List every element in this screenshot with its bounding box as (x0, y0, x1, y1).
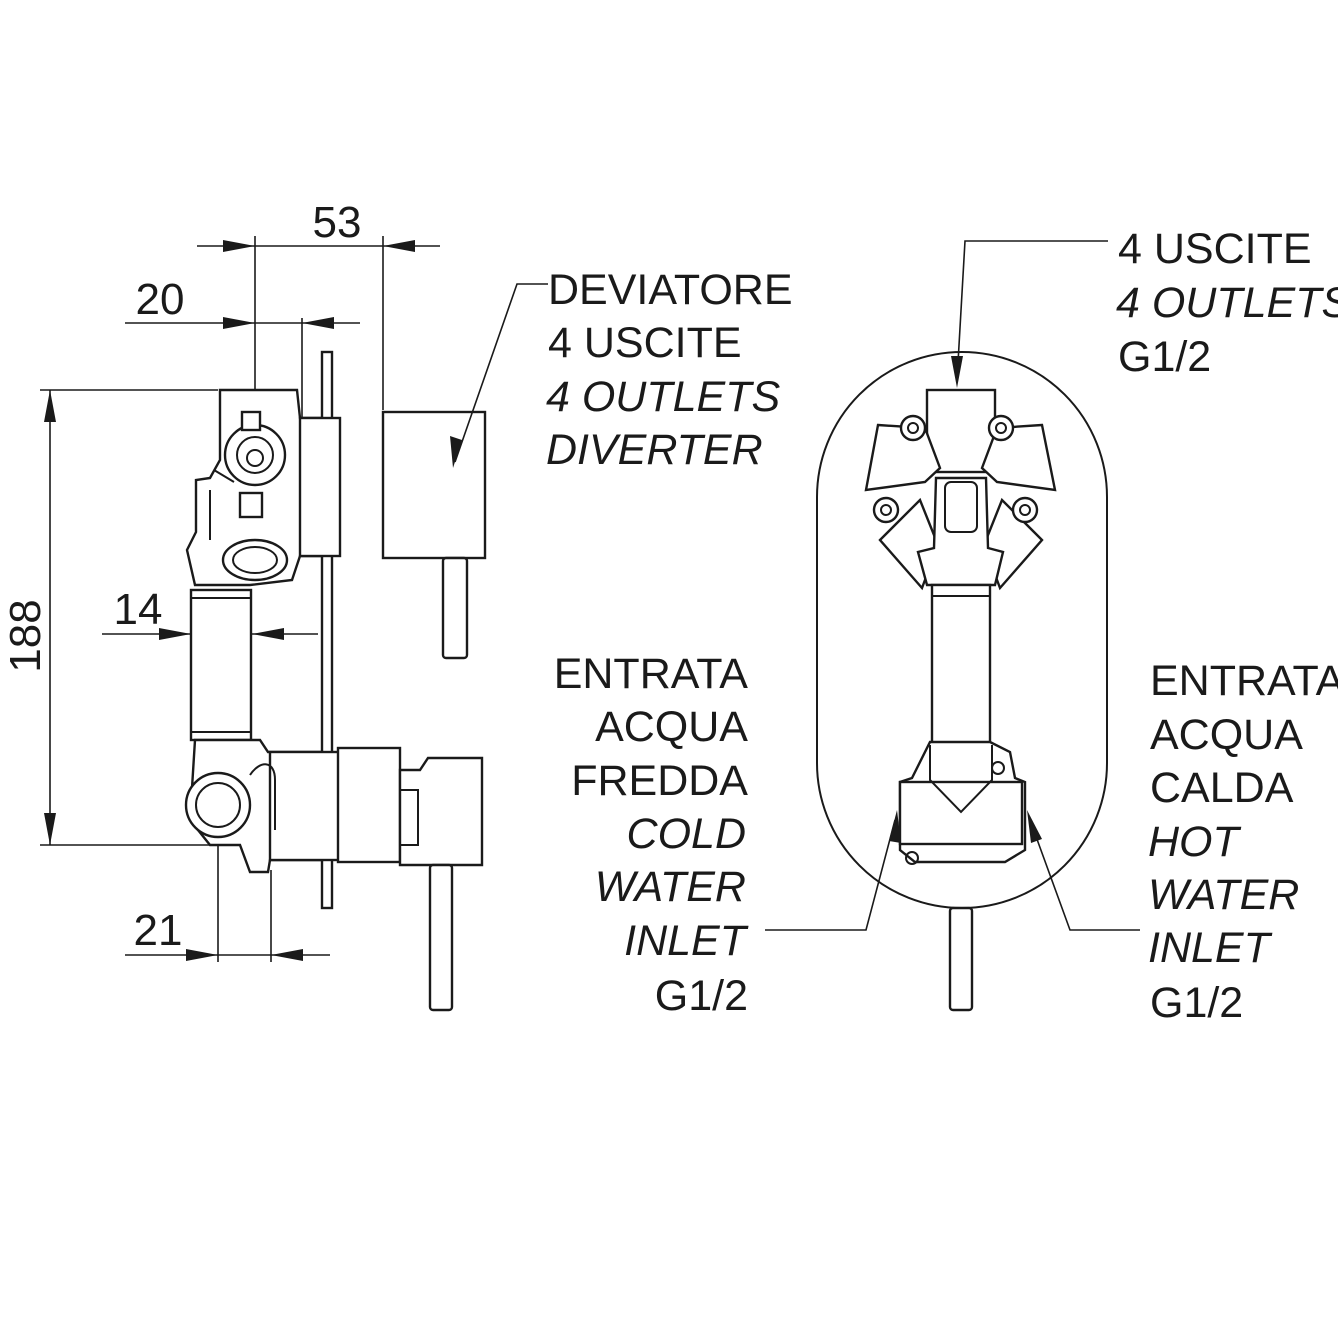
hot-inlet-label-line1: ENTRATA (1150, 657, 1338, 705)
diverter-leader (450, 283, 548, 468)
outlets-label: 4 USCITE 4 OUTLETS G1/2 (1116, 225, 1338, 381)
cold-inlet-leader (765, 810, 901, 931)
hot-inlet-label-line3: CALDA (1150, 764, 1294, 812)
diverter-outlets (864, 388, 1057, 591)
connecting-pipe (189, 588, 253, 742)
hot-inlet-label-line2: ACQUA (1150, 711, 1303, 759)
cold-inlet-label-line5: WATER (595, 863, 746, 911)
dimension-188-text: 188 (1, 599, 50, 672)
diverter-label-line1: DEVIATORE (548, 266, 793, 314)
dimension-14-text: 14 (114, 585, 163, 634)
front-view (816, 351, 1108, 1012)
dimension-20-text: 20 (136, 275, 185, 324)
hot-inlet-label-line4: HOT (1148, 818, 1242, 866)
dimension-188: 188 (1, 389, 218, 846)
mixer-lever[interactable] (336, 746, 484, 1012)
cold-inlet-label: ENTRATA ACQUA FREDDA COLD WATER INLET G1… (554, 650, 749, 1020)
outlets-leader (951, 240, 1108, 388)
diverter-label-line2: 4 USCITE (548, 319, 742, 367)
diverter-label-line3: 4 OUTLETS (546, 373, 780, 421)
diverter-label: DEVIATORE 4 USCITE 4 OUTLETS DIVERTER (546, 266, 793, 474)
hot-inlet-label-line5: WATER (1148, 871, 1299, 919)
dimension-21-text: 21 (134, 906, 183, 955)
hot-inlet-label: ENTRATA ACQUA CALDA HOT WATER INLET G1/2 (1148, 657, 1338, 1027)
diverter-knob[interactable] (381, 410, 487, 660)
hot-inlet-label-line6: INLET (1148, 924, 1273, 972)
diverter-valve-body (185, 388, 342, 587)
wall-plate (320, 350, 334, 910)
mixer-valve-body (184, 738, 342, 874)
side-view: 53 20 188 14 (1, 198, 487, 1012)
cold-inlet-label-line7: G1/2 (655, 972, 748, 1020)
outlets-label-line3: G1/2 (1118, 333, 1211, 381)
dimension-53: 53 (197, 198, 440, 410)
dimension-21: 21 (125, 830, 330, 962)
cold-inlet-label-line2: ACQUA (595, 703, 748, 751)
cold-inlet-label-line3: FREDDA (571, 757, 748, 805)
diverter-label-line4: DIVERTER (546, 426, 763, 474)
hot-inlet-label-line7: G1/2 (1150, 979, 1243, 1027)
front-lever[interactable] (948, 906, 974, 1012)
front-connecting-pipe (930, 583, 992, 747)
cold-inlet-label-line4: COLD (627, 810, 746, 858)
dimension-53-text: 53 (313, 198, 362, 247)
dimension-20: 20 (125, 275, 360, 420)
front-mixer-body (898, 740, 1027, 865)
hot-inlet-leader (1027, 810, 1140, 931)
cold-inlet-label-line6: INLET (624, 917, 749, 965)
outlets-label-line1: 4 USCITE (1118, 225, 1312, 273)
outlets-label-line2: 4 OUTLETS (1116, 279, 1338, 327)
cold-inlet-label-line1: ENTRATA (554, 650, 749, 698)
